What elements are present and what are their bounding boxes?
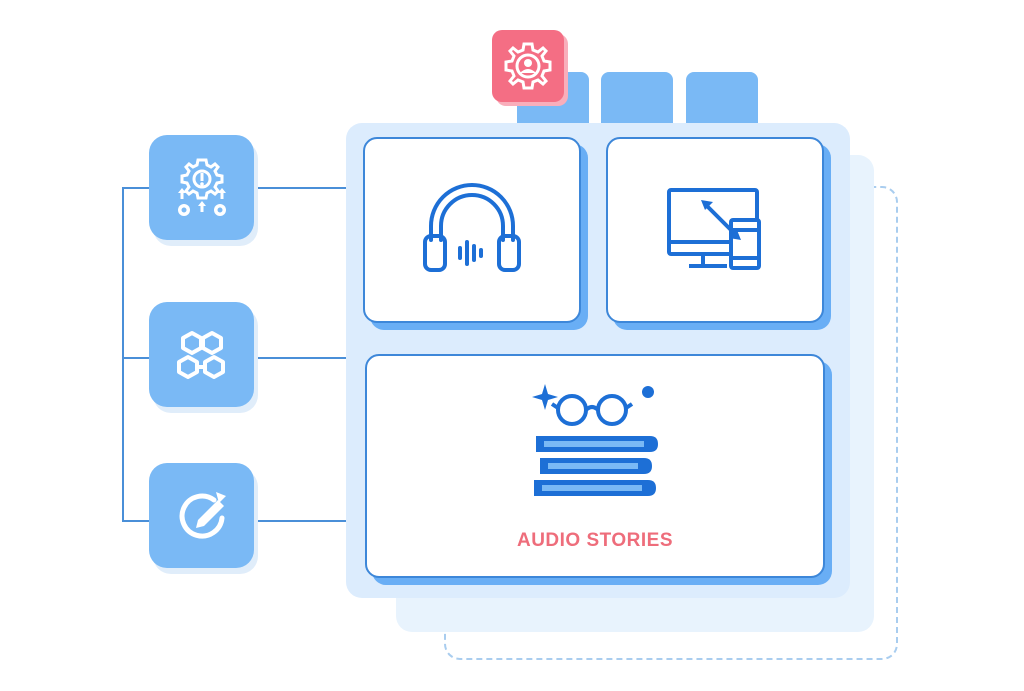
card-devices[interactable]: [606, 137, 824, 323]
gear-person-icon: [504, 42, 552, 90]
books-glasses-icon: [532, 384, 658, 496]
gear-badge: [492, 30, 564, 102]
side-button-edit[interactable]: [149, 463, 254, 568]
connector-vertical: [122, 187, 124, 521]
headphones-icon: [423, 183, 521, 272]
edit-refresh-icon: [179, 491, 226, 539]
side-button-settings[interactable]: [149, 135, 254, 240]
folder-tab: [686, 72, 758, 126]
hexagon-network-icon: [176, 330, 225, 379]
card-audio-stories[interactable]: AUDIO STORIES: [365, 354, 825, 578]
responsive-devices-icon: [667, 188, 761, 270]
card-audio[interactable]: [363, 137, 581, 323]
side-button-network[interactable]: [149, 302, 254, 407]
folder-tab: [601, 72, 673, 126]
gear-alert-icon: [177, 158, 226, 216]
card-label: AUDIO STORIES: [516, 530, 674, 551]
